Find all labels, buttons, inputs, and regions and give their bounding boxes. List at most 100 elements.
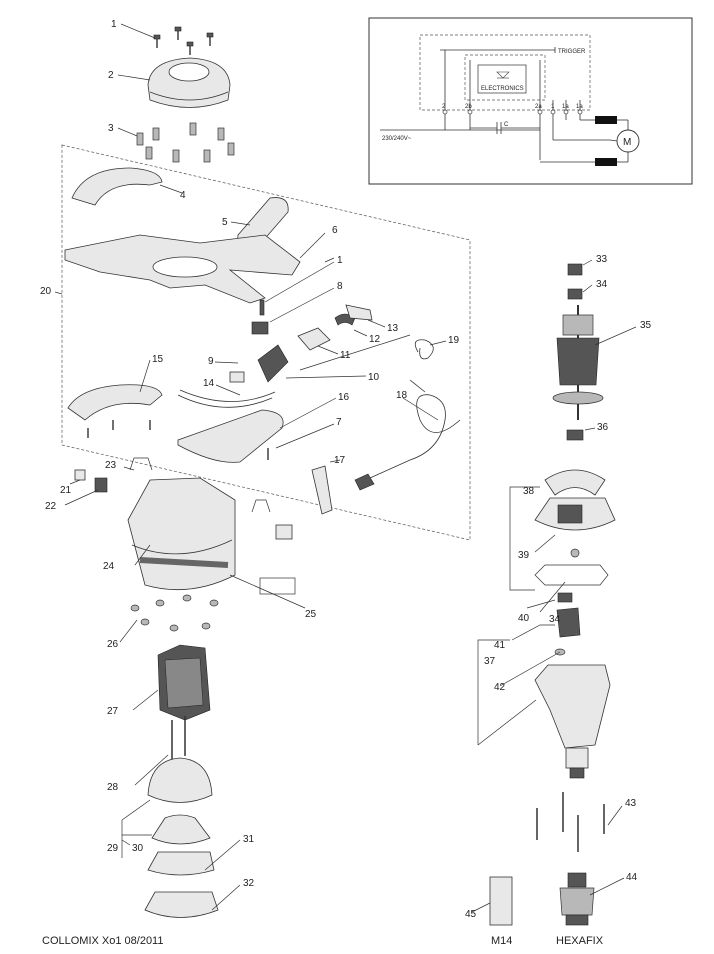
part-21 bbox=[74, 469, 86, 481]
callout-12: 12 bbox=[369, 334, 381, 345]
bearing-34b bbox=[557, 592, 573, 603]
callout-20: 20 bbox=[40, 286, 52, 297]
callout-23: 23 bbox=[105, 460, 117, 471]
rating-label-25 bbox=[259, 577, 296, 595]
motor-housing-24 bbox=[127, 477, 236, 591]
callout-16: 16 bbox=[338, 392, 350, 403]
callout-7: 7 bbox=[336, 417, 342, 428]
callout-10: 10 bbox=[368, 372, 380, 383]
adapter-label-hexafix: HEXAFIX bbox=[556, 935, 604, 947]
clip-part-11 bbox=[297, 327, 331, 351]
callout-15: 15 bbox=[152, 354, 164, 365]
callout-32: 32 bbox=[243, 878, 255, 889]
terminal-2b: 2b bbox=[465, 104, 472, 110]
screws-43 bbox=[536, 792, 605, 852]
motor-label: M bbox=[623, 137, 631, 148]
part-22 bbox=[94, 477, 108, 493]
seal-38 bbox=[544, 469, 606, 496]
callout-45: 45 bbox=[465, 909, 477, 920]
bearing-36 bbox=[566, 429, 584, 441]
callout-14: 14 bbox=[203, 378, 215, 389]
callout-1: 1 bbox=[111, 19, 117, 30]
terminal-2: 2 bbox=[442, 104, 446, 110]
bearing-33 bbox=[567, 263, 583, 276]
callout-41: 41 bbox=[494, 640, 506, 651]
callout-40: 40 bbox=[518, 613, 530, 624]
screw-part-1 bbox=[259, 299, 265, 316]
ring-32 bbox=[144, 891, 219, 918]
supply-label: 230/240V~ bbox=[382, 136, 412, 142]
mounting-plate bbox=[64, 234, 301, 304]
callout-28: 28 bbox=[107, 782, 119, 793]
document-reference: COLLOMIX Xo1 08/2011 bbox=[42, 935, 163, 947]
callout-44: 44 bbox=[626, 872, 638, 883]
wiring-diagram: TRIGGER ELECTRONICS 2 2b 2a 1 1a 1a 230/… bbox=[368, 17, 693, 185]
callout-5: 5 bbox=[222, 217, 228, 228]
callout-33: 33 bbox=[596, 254, 608, 265]
terminal-2a: 2a bbox=[535, 104, 542, 110]
callout-30: 30 bbox=[132, 843, 144, 854]
callout-37: 37 bbox=[484, 656, 496, 667]
hexafix-coupling bbox=[559, 872, 595, 926]
callout-43: 43 bbox=[625, 798, 637, 809]
callout-31: 31 bbox=[243, 834, 255, 845]
callout-26: 26 bbox=[107, 639, 119, 650]
callout-25: 25 bbox=[305, 609, 317, 620]
callout-42: 42 bbox=[494, 682, 506, 693]
field-coil-top bbox=[595, 116, 617, 124]
callout-21: 21 bbox=[60, 485, 72, 496]
terminal-1a-second: 1a bbox=[576, 104, 583, 110]
callout-36: 36 bbox=[597, 422, 609, 433]
callout-38: 38 bbox=[523, 486, 535, 497]
stator-27 bbox=[157, 644, 211, 721]
ring-31 bbox=[147, 851, 215, 876]
callout-18: 18 bbox=[396, 390, 408, 401]
callout-19: 19 bbox=[448, 335, 460, 346]
switch-part-8 bbox=[251, 321, 269, 335]
callout-3: 3 bbox=[108, 123, 114, 134]
callout-24: 24 bbox=[103, 561, 115, 572]
bearing-34 bbox=[567, 288, 583, 300]
gearbox-37 bbox=[534, 664, 611, 779]
screws-cover bbox=[136, 122, 235, 163]
gear-41 bbox=[556, 607, 581, 638]
callout-1b: 1 bbox=[337, 255, 343, 266]
switch-module-10 bbox=[257, 344, 289, 383]
power-cable-18 bbox=[369, 394, 461, 479]
capacitor-label: C bbox=[504, 122, 509, 128]
callout-34b: 34 bbox=[549, 614, 561, 625]
part-callouts: 1 2 3 4 5 6 1 8 13 12 11 10 9 14 15 16 7… bbox=[40, 19, 652, 920]
callout-4: 4 bbox=[180, 190, 186, 201]
wiring-frame bbox=[368, 17, 693, 185]
brush-holder-13 bbox=[345, 304, 373, 321]
callout-13: 13 bbox=[387, 323, 399, 334]
cable-sleeve-17 bbox=[311, 465, 333, 515]
nuts-26 bbox=[130, 594, 219, 632]
callout-34: 34 bbox=[596, 279, 608, 290]
clip-23 bbox=[129, 457, 153, 471]
field-coil-bottom bbox=[595, 158, 617, 166]
gasket-40 bbox=[534, 564, 609, 586]
callout-22: 22 bbox=[45, 501, 57, 512]
ring-30 bbox=[151, 814, 211, 845]
top-cover bbox=[147, 57, 231, 108]
adapter-m14 bbox=[489, 876, 513, 926]
suppressor-9 bbox=[229, 371, 245, 383]
callout-11: 11 bbox=[340, 350, 351, 361]
armature-35 bbox=[552, 305, 604, 420]
terminal-1a-first: 1a bbox=[562, 104, 569, 110]
callout-17: 17 bbox=[334, 455, 346, 466]
screws-top bbox=[153, 26, 214, 55]
callout-9: 9 bbox=[208, 356, 214, 367]
adapter-label-m14: M14 bbox=[491, 935, 512, 947]
callout-27: 27 bbox=[107, 706, 119, 717]
ring-29 bbox=[147, 757, 213, 803]
handle-half-15 bbox=[67, 384, 163, 421]
leader-lines bbox=[54, 23, 637, 913]
callout-2: 2 bbox=[108, 70, 114, 81]
housing-group-outline bbox=[61, 144, 471, 541]
gear-cover-39 bbox=[534, 497, 616, 531]
callout-8: 8 bbox=[337, 281, 343, 292]
cable-tie-19 bbox=[414, 339, 434, 360]
